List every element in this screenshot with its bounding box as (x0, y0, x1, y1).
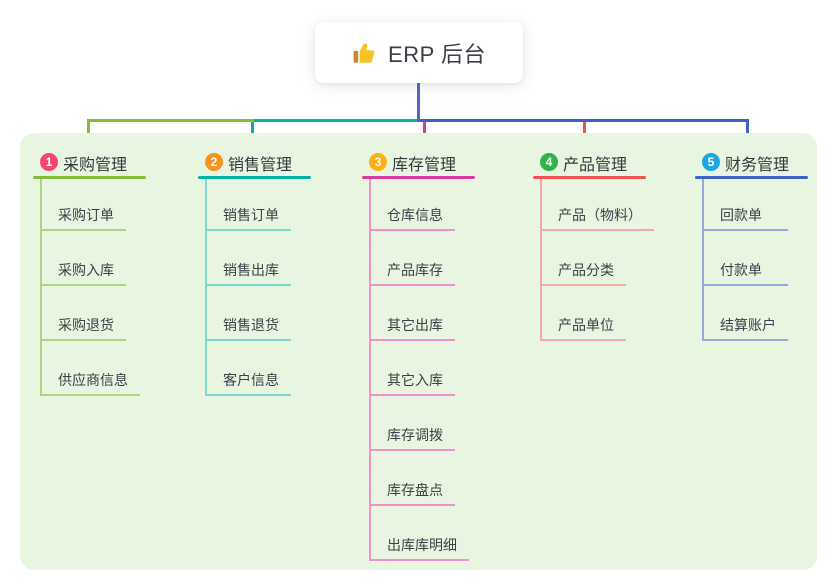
connector-bus-teal (254, 119, 420, 122)
branch-inventory-node[interactable]: 3 库存管理 (362, 150, 475, 176)
root-title: ERP 后台 (388, 41, 486, 67)
mindmap-node[interactable]: 其它出库 (369, 315, 455, 341)
mindmap-node[interactable]: 仓库信息 (369, 205, 455, 231)
branch-sales-node[interactable]: 2 销售管理 (198, 150, 311, 176)
mindmap-node[interactable]: 回款单 (702, 205, 788, 231)
mindmap-node[interactable]: 采购入库 (40, 260, 126, 286)
branch-child-line (40, 179, 42, 396)
branch-number-badge: 1 (40, 153, 58, 171)
mindmap-node[interactable]: 销售退货 (205, 315, 291, 341)
branch-label: 销售管理 (228, 157, 293, 174)
mindmap-node[interactable]: 付款单 (702, 260, 788, 286)
mindmap-root-node[interactable]: ERP 后台 (315, 22, 523, 83)
branch-label: 采购管理 (63, 157, 128, 174)
branch-label: 财务管理 (725, 157, 790, 174)
mindmap-node[interactable]: 产品分类 (540, 260, 626, 286)
branch-child-line (369, 179, 371, 561)
branch-child-line (540, 179, 542, 341)
branch-number-badge: 3 (369, 153, 387, 171)
mindmap-node[interactable]: 采购订单 (40, 205, 126, 231)
mindmap-node[interactable]: 出库库明细 (369, 535, 469, 561)
branch-number-badge: 4 (540, 153, 558, 171)
branch-purchase-node[interactable]: 1 采购管理 (33, 150, 146, 176)
mindmap-node[interactable]: 库存调拨 (369, 425, 455, 451)
mindmap-node[interactable]: 库存盘点 (369, 480, 455, 506)
branch-underline (33, 176, 146, 179)
branch-underline (198, 176, 311, 179)
branch-label: 库存管理 (392, 157, 457, 174)
mindmap-node[interactable]: 产品库存 (369, 260, 455, 286)
mindmap-node[interactable]: 采购退货 (40, 315, 126, 341)
mindmap-node[interactable]: 产品单位 (540, 315, 626, 341)
branch-label: 产品管理 (563, 157, 628, 174)
branch-panel (20, 133, 817, 570)
mindmap-node[interactable]: 销售出库 (205, 260, 291, 286)
connector-bus-blue (420, 119, 749, 122)
branch-child-line (702, 179, 704, 341)
branch-product-node[interactable]: 4 产品管理 (533, 150, 646, 176)
connector-root-drop (417, 82, 420, 122)
connector-bus-green (87, 119, 254, 122)
branch-underline (362, 176, 475, 179)
branch-finance-node[interactable]: 5 财务管理 (695, 150, 808, 176)
branch-number-badge: 5 (702, 153, 720, 171)
mindmap-node[interactable]: 结算账户 (702, 315, 788, 341)
branch-underline (695, 176, 808, 179)
thumbs-up-icon (353, 43, 375, 63)
branch-underline (533, 176, 646, 179)
branch-child-line (205, 179, 207, 396)
mindmap-node[interactable]: 销售订单 (205, 205, 291, 231)
mindmap-node[interactable]: 供应商信息 (40, 370, 140, 396)
mindmap-node[interactable]: 客户信息 (205, 370, 291, 396)
branch-number-badge: 2 (205, 153, 223, 171)
mindmap-node[interactable]: 其它入库 (369, 370, 455, 396)
mindmap-node[interactable]: 产品（物料） (540, 205, 654, 231)
